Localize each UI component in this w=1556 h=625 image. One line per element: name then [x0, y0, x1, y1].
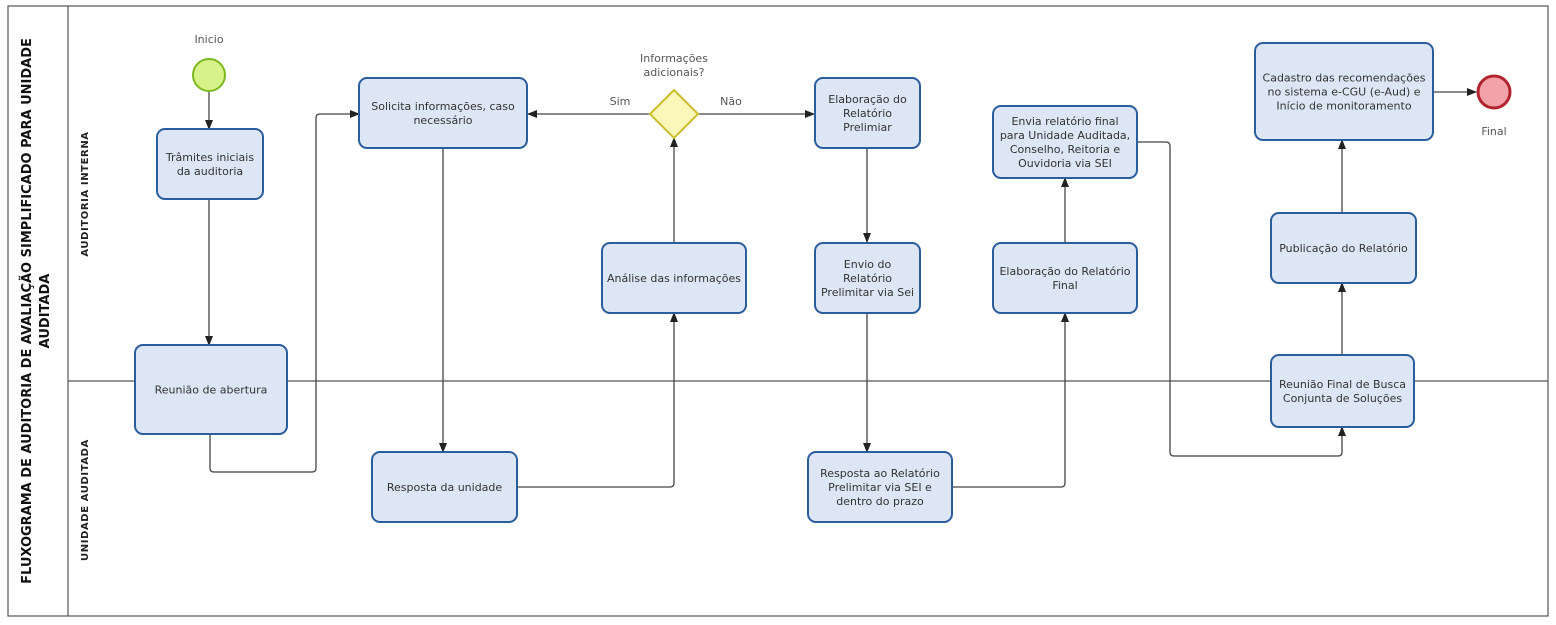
task-box	[1270, 354, 1415, 428]
task-label-line: Ouvidoria via SEI	[1018, 157, 1112, 170]
gateway-informacoes-adicionais: Informações adicionais? Sim Não	[610, 52, 742, 140]
start-event	[192, 58, 226, 92]
task-box	[814, 242, 921, 314]
task-label-line: Cadastro das recomendações	[1263, 72, 1426, 85]
task-label-line: Envio do	[844, 258, 892, 271]
flow-envia-to-reuniao-final	[1137, 141, 1346, 457]
task-label-line: Relatório	[843, 107, 892, 120]
gateway-label-line2: adicionais?	[644, 66, 705, 79]
task-label-line: Elaboração do	[828, 93, 907, 106]
task-box	[371, 451, 518, 523]
task-box	[814, 77, 921, 149]
gateway-label-sim: Sim	[610, 95, 631, 108]
task-label-line: Resposta ao Relatório	[820, 467, 940, 480]
task-reuniao-de-abertura: Reunião de abertura	[134, 344, 288, 435]
task-box	[156, 128, 264, 200]
task-label-line: Final	[1052, 279, 1077, 292]
task-publicacao-do-relatorio: Publicação do Relatório	[1270, 212, 1417, 284]
task-box	[807, 451, 953, 523]
gateway-label-nao: Não	[720, 95, 742, 108]
task-label-line: Conselho, Reitoria e	[1010, 143, 1120, 156]
task-box	[992, 242, 1138, 314]
pool-border	[7, 5, 1549, 617]
task-label-line: Reunião de abertura	[155, 384, 268, 397]
task-label-line: dentro do prazo	[836, 495, 924, 508]
flow-resposta-to-analise	[517, 312, 678, 488]
task-label-line: para Unidade Auditada,	[1000, 129, 1130, 142]
flow-resposta-to-elab-final	[952, 312, 1069, 488]
task-box	[1270, 212, 1417, 284]
task-label-line: Reunião Final de Busca	[1279, 378, 1406, 391]
task-label-line: Elaboração do Relatório	[999, 265, 1130, 278]
task-label-line: Solicita informações, caso	[371, 100, 515, 113]
task-label-line: necessário	[413, 114, 472, 127]
pool-title-line1: FLUXOGRAMA DE AUDITORIA DE AVALIAÇÃO SIM…	[19, 38, 35, 584]
task-label-line: Análise das informações	[607, 272, 741, 285]
task-label-line: Trâmites iniciais	[165, 151, 254, 164]
task-label-line: Relatório	[843, 272, 892, 285]
task-label-line: Início de monitoramento	[1276, 100, 1411, 113]
sequence-flows	[205, 88, 1477, 488]
lane-label-unidade-auditada: UNIDADE AUDITADA	[80, 439, 91, 561]
gateway-diamond	[648, 88, 700, 140]
end-event	[1476, 74, 1512, 110]
gateway-label-line1: Informações	[640, 52, 708, 65]
task-label-line: da auditoria	[177, 165, 243, 178]
flow-reuniao-to-solicita	[209, 110, 360, 473]
end-event-label: Final	[1481, 125, 1506, 138]
task-box	[134, 344, 288, 435]
task-resposta-da-unidade: Resposta da unidade	[371, 451, 518, 523]
pool-title-line2: AUDITADA	[38, 274, 53, 349]
task-label-line: Prelimiar	[843, 121, 892, 134]
task-box	[601, 242, 747, 314]
task-box	[992, 105, 1138, 179]
task-label-line: Envia relatório final	[1011, 115, 1118, 128]
task-label-line: Prelimitar via Sei	[821, 286, 914, 299]
task-label-line: Resposta da unidade	[387, 481, 503, 494]
task-box	[1254, 42, 1434, 141]
task-label-line: Prelimitar via SEI e	[828, 481, 932, 494]
task-label-line: Publicação do Relatório	[1279, 242, 1408, 255]
pool-title: FLUXOGRAMA DE AUDITORIA DE AVALIAÇÃO SIM…	[19, 38, 53, 584]
task-box	[358, 77, 528, 149]
task-label-line: Conjunta de Soluções	[1283, 392, 1402, 405]
lane-label-auditoria-interna: AUDITORIA INTERNA	[80, 131, 91, 256]
task-analise-das-informacoes: Análise das informações	[601, 242, 747, 314]
start-event-label: Inicio	[194, 33, 223, 46]
task-label-line: no sistema e-CGU (e-Aud) e	[1267, 86, 1420, 99]
